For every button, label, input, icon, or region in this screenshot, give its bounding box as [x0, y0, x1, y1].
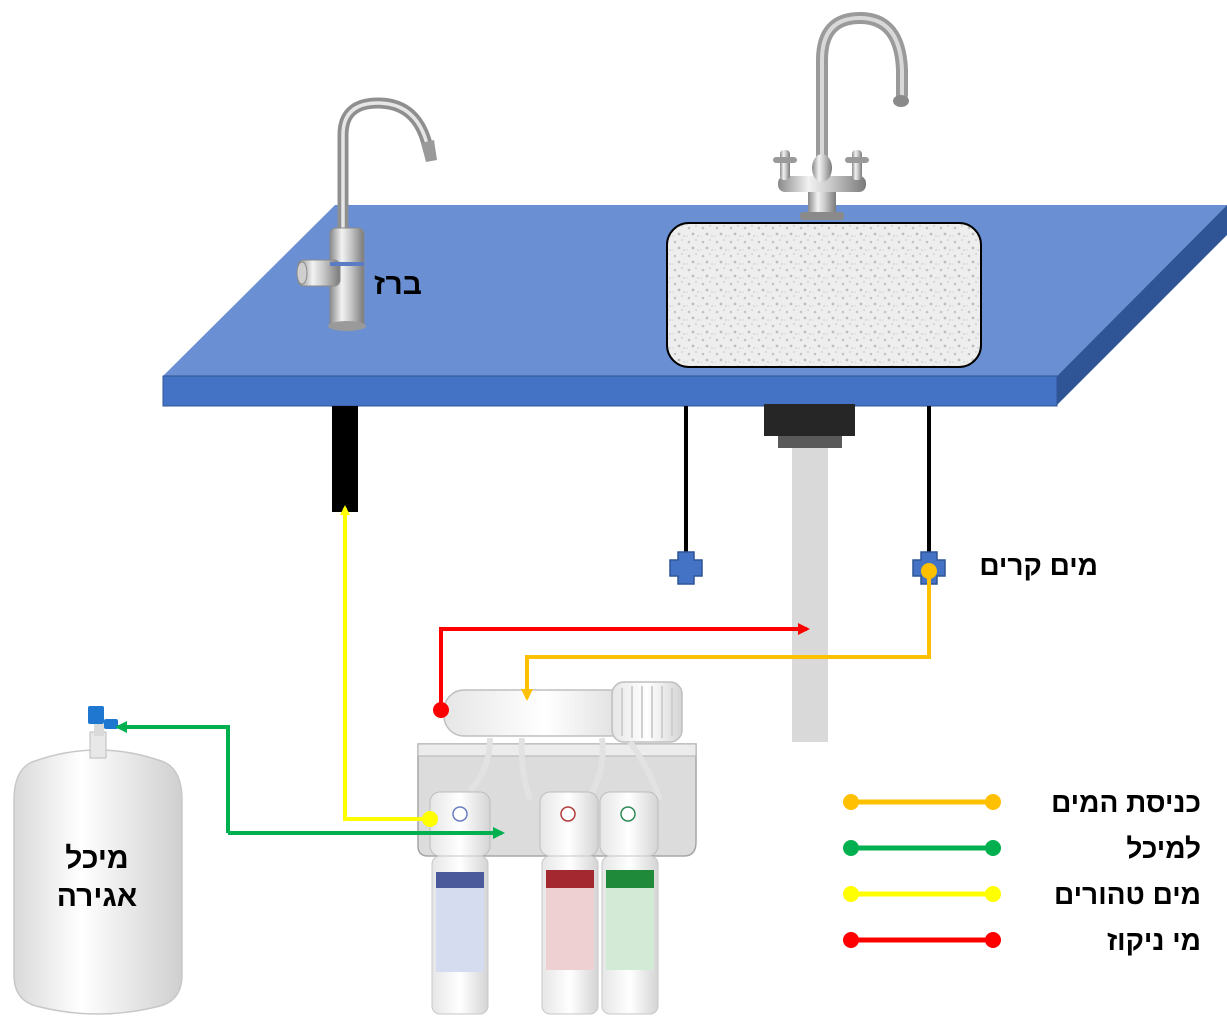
drain-flow-line [439, 623, 810, 710]
filter-head-2 [539, 791, 599, 857]
legend-swatch-dot [843, 932, 859, 948]
legend-swatch-dot [843, 840, 859, 856]
hot-water-label: מים קרים [979, 550, 1098, 581]
legend-swatch-dot [985, 932, 1001, 948]
legend-label: כניסת המים [1051, 787, 1201, 818]
faucet-tube [332, 406, 358, 512]
filter-head-1 [429, 791, 491, 857]
legend-item: כניסת המים [843, 787, 1201, 818]
legend-item: למיכל [843, 833, 1201, 864]
legend-label: למיכל [1126, 833, 1201, 864]
storage-tank-icon [13, 706, 183, 1015]
legend-swatch-dot [985, 794, 1001, 810]
pure-water-start-dot [422, 811, 438, 827]
ro-filter-unit [417, 681, 697, 1015]
faucet-label: ברז [374, 268, 422, 301]
inlet-flow-line [521, 571, 931, 701]
drain-pipe [792, 448, 828, 742]
inlet-flow-start-dot [921, 563, 937, 579]
ro-faucet-icon [296, 97, 437, 331]
legend-label: מים טהורים [1054, 879, 1201, 910]
legend-swatch-dot [985, 840, 1001, 856]
sink-drain-nut [778, 436, 842, 448]
tank-label-line2: אגירה [57, 880, 138, 913]
legend-item: מים טהורים [843, 879, 1201, 910]
countertop-right-side [1057, 205, 1227, 405]
countertop-front-edge [162, 375, 1058, 407]
tank-label-line1: מיכל [65, 842, 128, 875]
legend-item: מי ניקוז [843, 925, 1201, 956]
filter-head-3 [599, 791, 659, 857]
legend-swatch-dot [985, 886, 1001, 902]
tank-flow-line [115, 721, 230, 833]
legend-label: מי ניקוז [1107, 925, 1201, 956]
drain-flow-start-dot [433, 702, 449, 718]
cold-valve-icon [669, 551, 703, 585]
legend-swatch-dot [843, 886, 859, 902]
pure-water-flow-line [340, 505, 430, 821]
legend-swatch-dot [843, 794, 859, 810]
sink-drain-flange [764, 404, 855, 436]
legend: כניסת המים למיכל מים טהורים מי ניקוז [843, 787, 1201, 956]
mixer-faucet-icon [773, 11, 909, 220]
sink-basin [666, 222, 982, 368]
